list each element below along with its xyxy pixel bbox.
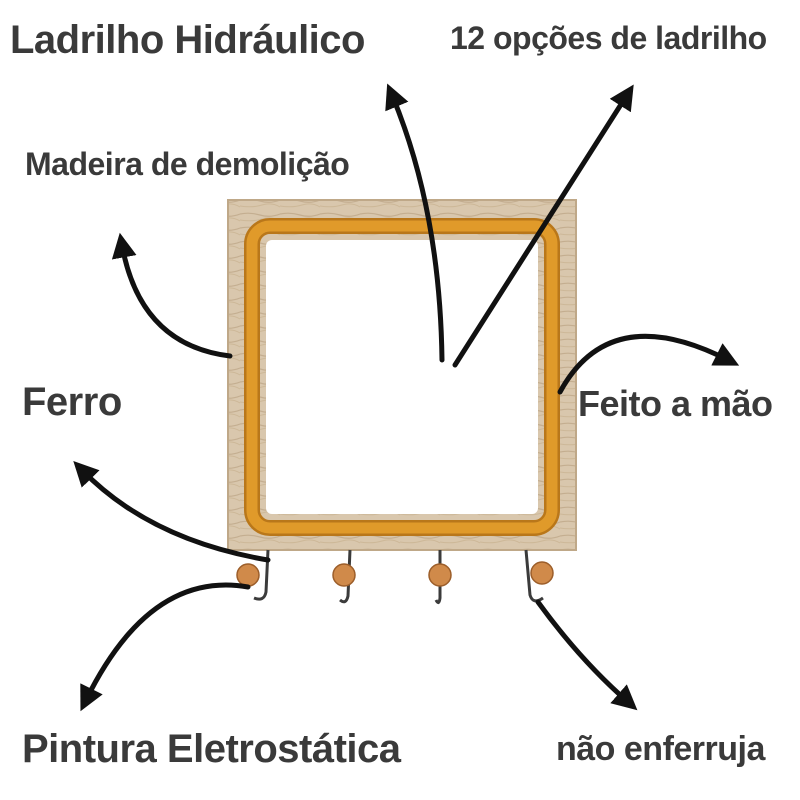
knob-icon [428, 563, 452, 587]
hooks [253, 549, 544, 605]
arrow-icon [73, 461, 271, 563]
hook-icon [339, 549, 352, 604]
arrow-icon [385, 83, 445, 363]
arrow-icon [557, 333, 740, 395]
label-pintura-eletrostatica: Pintura Eletrostática [22, 727, 401, 771]
hook-icon [524, 549, 544, 603]
label-ferro: Ferro [22, 380, 122, 424]
arrow-icon [452, 84, 634, 368]
label-feito-a-mao: Feito a mão [578, 383, 773, 424]
arrow-icon [535, 599, 638, 711]
label-madeira-demolicao: Madeira de demolição [25, 146, 350, 182]
hook-icon [253, 549, 270, 601]
label-ladrilho-hidraulico: Ladrilho Hidráulico [10, 18, 365, 62]
hook-icon [434, 550, 442, 605]
knob-icon [332, 563, 356, 587]
arrow-icon [111, 232, 233, 359]
knob-icon [530, 561, 554, 585]
label-opcoes-ladrilho: 12 opções de ladrilho [450, 20, 767, 56]
knobs [236, 561, 554, 587]
label-nao-enferruja: não enferruja [556, 730, 765, 768]
arrow-icon [80, 582, 251, 712]
knob-icon [236, 563, 260, 587]
tile-frame [244, 218, 560, 536]
